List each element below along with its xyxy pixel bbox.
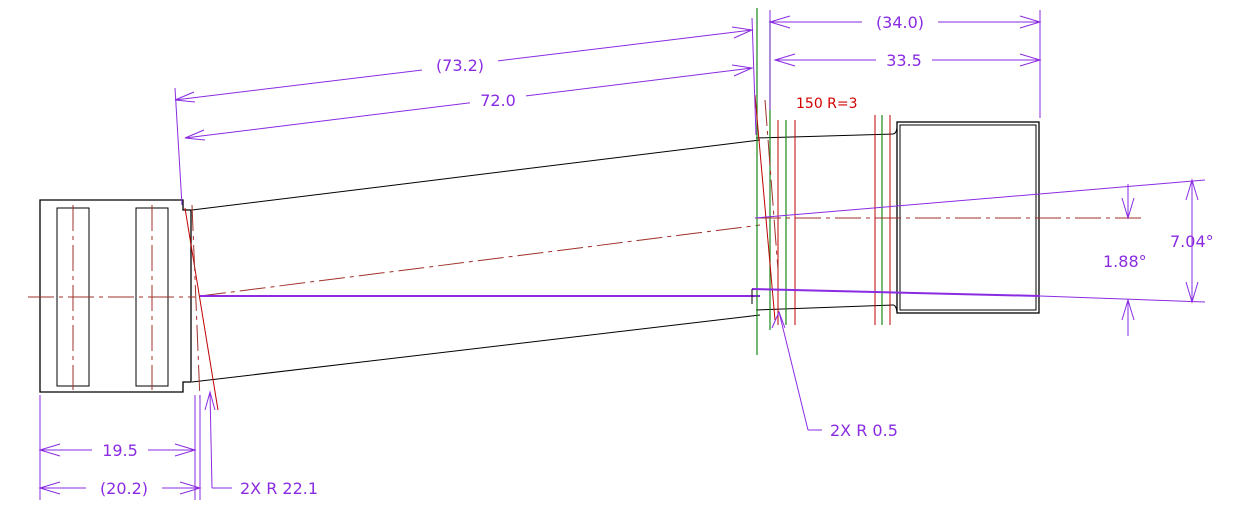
dimension-ref-right-length: (34.0)	[768, 10, 1042, 118]
radius-right-text: 2X R 0.5	[830, 421, 898, 440]
dim-right-length-text: 33.5	[886, 51, 922, 70]
radius-callout-right: 2X R 0.5	[771, 310, 898, 440]
angle-total-text: 7.04°	[1170, 232, 1214, 251]
dimension-left-width: 19.5	[38, 395, 197, 500]
dim-ref-right-length-text: (34.0)	[876, 13, 924, 32]
angle-partial-text: 1.88°	[1103, 252, 1147, 271]
dimension-total-angled: 72.0	[184, 64, 754, 141]
radius-callout-left: 2X R 22.1	[204, 390, 318, 498]
dimension-right-length: 33.5	[773, 48, 1042, 72]
dim-ref-total-angled-text: (73.2)	[436, 56, 484, 75]
dim-total-angled-text: 72.0	[480, 91, 516, 110]
radius-left-text: 2X R 22.1	[240, 479, 318, 498]
red-note-text: 150 R=3	[796, 96, 858, 112]
angle-dimensions: 7.04° 1.88°	[1103, 178, 1214, 336]
dimension-ref-total-angled: (73.2)	[174, 17, 757, 206]
dim-left-width-text: 19.5	[102, 441, 138, 460]
left-block	[28, 199, 195, 393]
dimension-ref-left-width: (20.2)	[38, 395, 202, 500]
tapered-body	[184, 139, 761, 411]
dim-ref-left-width-text: (20.2)	[100, 479, 148, 498]
